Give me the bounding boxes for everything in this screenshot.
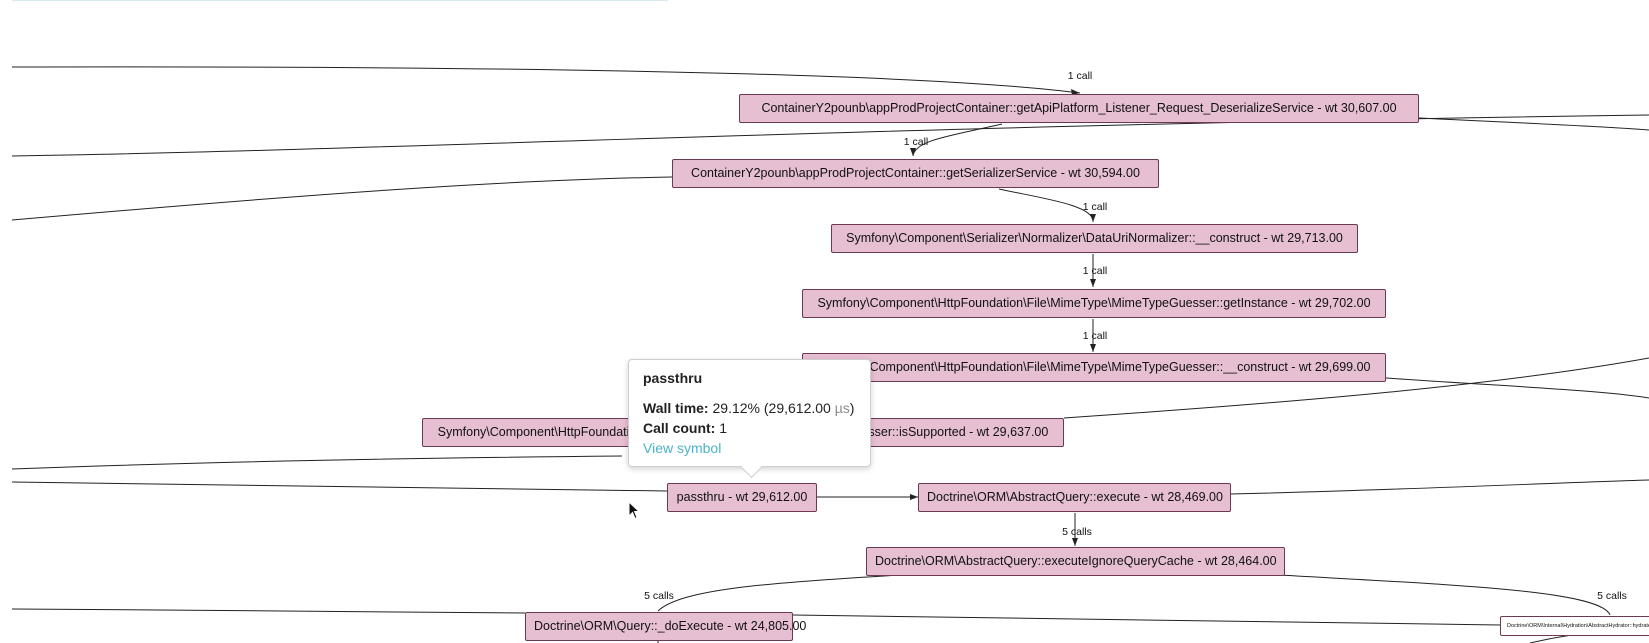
edge-line bbox=[11, 481, 668, 492]
edge-call-label: 1 call bbox=[903, 136, 929, 148]
wall-time-value: 29.12% (29,612.00 bbox=[712, 400, 831, 416]
edge-line bbox=[1279, 574, 1611, 616]
call-node[interactable]: Symfony\Component\Serializer\Normalizer\… bbox=[831, 224, 1358, 253]
tooltip-title: passthru bbox=[643, 370, 703, 386]
edge-call-label: 1 call bbox=[1082, 265, 1108, 277]
edge-line bbox=[1230, 479, 1649, 495]
call-count-value: 1 bbox=[719, 420, 728, 436]
edge-line bbox=[1418, 117, 1649, 131]
edge-arrowhead bbox=[1072, 538, 1078, 546]
view-symbol-link[interactable]: View symbol bbox=[643, 440, 722, 456]
edge-arrowhead bbox=[910, 148, 916, 156]
tooltip-call-count: Call count: 1 bbox=[643, 420, 856, 436]
edge-line bbox=[1063, 357, 1649, 419]
wall-time-label: Wall time: bbox=[643, 400, 709, 416]
call-node[interactable]: Doctrine\ORM\AbstractQuery::executeIgnor… bbox=[866, 547, 1285, 576]
edge-arrowhead bbox=[1090, 214, 1096, 222]
edge-line bbox=[792, 614, 1501, 626]
wall-time-unit: µs bbox=[834, 400, 850, 416]
edge-line bbox=[1385, 377, 1649, 399]
call-node[interactable]: ContainerY2pounb\appProdProjectContainer… bbox=[739, 94, 1419, 123]
call-node[interactable]: ContainerY2pounb\appProdProjectContainer… bbox=[672, 159, 1159, 188]
edge-line bbox=[998, 188, 1094, 223]
edge-call-label: 1 call bbox=[1082, 201, 1108, 213]
edge-line bbox=[11, 608, 526, 614]
tooltip-wall-time: Wall time: 29.12% (29,612.00 µs) bbox=[643, 400, 856, 416]
call-node[interactable]: Doctrine\ORM\Internal\Hydration\Abstract… bbox=[1500, 616, 1649, 636]
call-count-label: Call count: bbox=[643, 420, 716, 436]
edge-call-label: 5 calls bbox=[1062, 526, 1092, 538]
call-node[interactable]: Symfony\Component\HttpFoundation\File\Mi… bbox=[802, 289, 1386, 318]
edge-arrowhead bbox=[1090, 344, 1096, 352]
wall-time-close: ) bbox=[849, 400, 855, 416]
edge-line bbox=[657, 574, 901, 612]
node-tooltip: passthru Wall time: 29.12% (29,612.00 µs… bbox=[628, 359, 871, 479]
call-node[interactable]: Symfony\Component\HttpFoundation\File\Mi… bbox=[802, 353, 1386, 382]
top-border-line bbox=[12, 0, 668, 1]
edge-arrowhead bbox=[1090, 279, 1096, 287]
edge-line bbox=[11, 176, 673, 221]
edge-line bbox=[912, 123, 1003, 157]
edge-line bbox=[11, 66, 1081, 94]
edge-call-label: 1 call bbox=[1082, 330, 1108, 342]
mouse-cursor-icon bbox=[628, 501, 641, 520]
edge-call-label: 5 calls bbox=[1597, 590, 1627, 602]
edge-line bbox=[11, 455, 623, 470]
edge-call-label: 1 call bbox=[1067, 70, 1093, 82]
call-node[interactable]: Doctrine\ORM\Query::_doExecute - wt 24,8… bbox=[525, 612, 806, 641]
edge-arrowhead bbox=[1071, 89, 1080, 95]
call-node-passthru[interactable]: passthru - wt 29,612.00 bbox=[667, 483, 817, 512]
call-node[interactable]: Doctrine\ORM\AbstractQuery::execute - wt… bbox=[918, 483, 1231, 512]
edge-call-label: 5 calls bbox=[644, 590, 674, 602]
edge-arrowhead bbox=[910, 494, 918, 500]
